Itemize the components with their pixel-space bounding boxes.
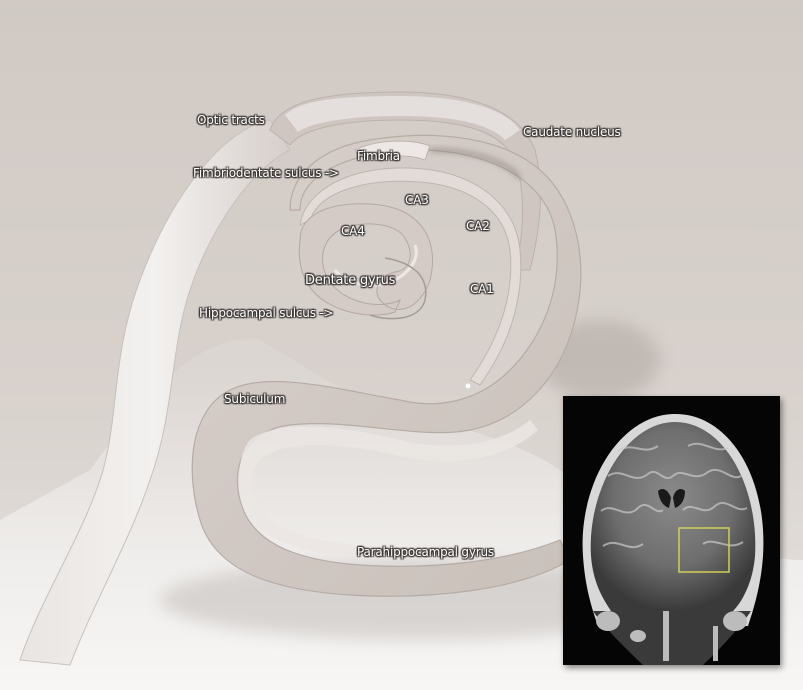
label-dentate-gyrus: Dentate gyrus [305, 273, 395, 288]
mri-coronal-slice [563, 396, 780, 665]
label-fimbriodentate-sulcus: Fimbriodentate sulcus -> [193, 166, 339, 180]
label-optic-tracts: Optic tracts [197, 113, 265, 127]
label-fimbria: Fimbria [357, 149, 400, 163]
end-marker [466, 384, 471, 389]
label-subiculum: Subiculum [224, 392, 285, 406]
label-ca2: CA2 [466, 219, 490, 233]
mri-inset-image [563, 396, 780, 665]
label-caudate-nucleus: Caudate nucleus [523, 125, 621, 139]
label-hippocampal-sulcus: Hippocampal sulcus -> [199, 306, 333, 320]
label-ca3: CA3 [405, 193, 429, 207]
label-ca4: CA4 [341, 224, 365, 238]
label-parahippocampal-gyrus: Parahippocampal gyrus [357, 545, 494, 559]
label-ca1: CA1 [470, 282, 494, 296]
